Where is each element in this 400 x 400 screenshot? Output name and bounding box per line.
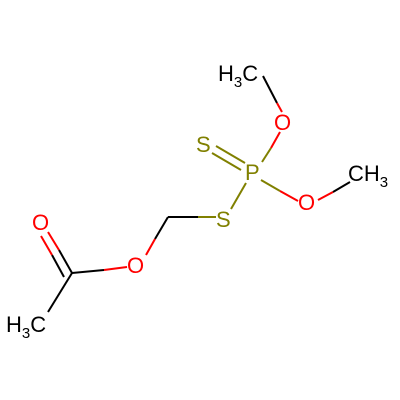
bond-c-o-carbonyl-2-red <box>40 235 53 256</box>
bond-p-s-double-2 <box>211 152 242 171</box>
bond-c-o-carbonyl-1 <box>58 249 73 274</box>
bond-ch2-o-ester <box>154 216 169 240</box>
bond-p-s-thio <box>230 182 247 210</box>
bond-ch3-o-upper <box>262 75 278 104</box>
bond-c-o-carbonyl-2 <box>51 254 65 278</box>
atom-s-double: S <box>196 132 211 157</box>
atom-ch3-right: CH3 <box>348 161 388 191</box>
atom-h3c-left: H3C <box>6 312 46 342</box>
bond-ch3-o-upper-red <box>276 102 283 113</box>
atom-o-upper: O <box>274 110 291 135</box>
bond-o-lower-ch3 <box>332 181 351 193</box>
atom-o-lower: O <box>298 190 315 215</box>
bond-o-upper-p-red <box>270 131 281 149</box>
bond-o-lower-ch3-red <box>317 191 334 201</box>
bond-o-ester-c <box>71 269 105 274</box>
atom-o-carbonyl: O <box>32 210 49 235</box>
bonds <box>40 75 351 313</box>
bond-p-o-lower-red <box>279 190 299 202</box>
atom-s-thio: S <box>216 207 231 232</box>
bond-c-o-carbonyl-1-red <box>47 231 60 251</box>
bond-p-s-double-1 <box>215 145 246 164</box>
atom-p: P <box>245 160 260 185</box>
atom-ch3-top: H3C <box>218 61 258 91</box>
bond-o-ester-c-red <box>103 266 128 271</box>
bond-p-o-lower <box>260 179 281 192</box>
atom-labels: H3C O S P O CH3 S O O H3C <box>6 61 388 342</box>
bond-o-upper-p <box>261 147 272 163</box>
atom-o-ester: O <box>127 253 144 278</box>
bond-c-ch3-left <box>47 272 73 313</box>
bond-ch2-o-ester-red <box>145 238 156 256</box>
